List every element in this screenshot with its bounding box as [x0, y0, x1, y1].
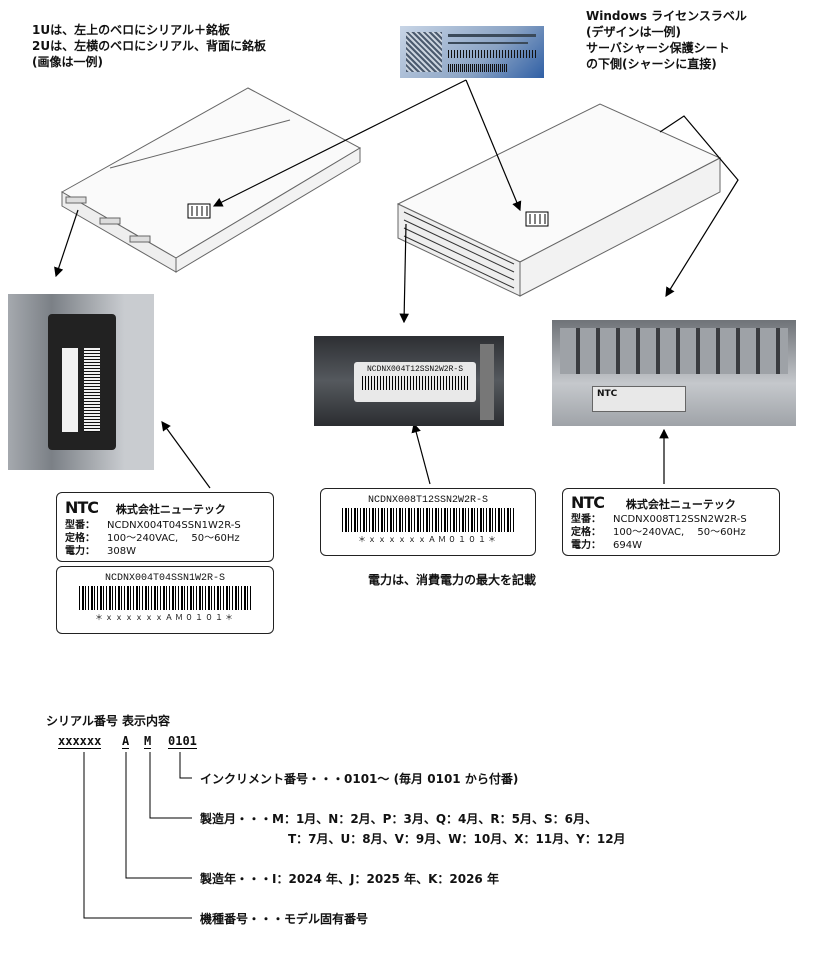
barcode-bars	[342, 508, 514, 532]
note-right: Windows ライセンスラベル (デザインは一例) サーバシャーシ保護シート …	[586, 8, 747, 72]
serial-lines	[83, 752, 192, 919]
photo-2u-tag-text: NCDNX004T12SSN2W2R-S	[366, 365, 463, 374]
ntc-logo: NTC	[65, 498, 99, 517]
power-value: 694W	[613, 540, 642, 551]
model-value: NCDNX004T04SSN1W2R-S	[107, 520, 241, 531]
rating-value: 100～240VAC, 50～60Hz	[107, 533, 240, 544]
desc-increment: インクリメント番号・・・0101～ (毎月 0101 から付番)	[200, 772, 519, 786]
photo-rear-logo: NTC	[597, 389, 618, 399]
desc-year: 製造年・・・I：2024 年、J：2025 年、K：2026 年	[200, 872, 499, 886]
photo-2u-tab: NCDNX004T12SSN2W2R-S	[314, 336, 504, 426]
server-2u-drawing	[396, 103, 722, 297]
power-key: 電力：	[65, 546, 95, 557]
photo-1u-tab	[8, 294, 154, 470]
server-diagram	[54, 79, 739, 489]
barcode-serial: ＊ｘｘｘｘｘｘＡＭ０１０１＊	[95, 613, 235, 622]
power-note: 電力は、消費電力の最大を記載	[368, 573, 537, 587]
barcode-label-1u: NCDNX004T04SSN1W2R-S ＊ｘｘｘｘｘｘＡＭ０１０１＊	[56, 566, 274, 634]
serial-seg-model: xxxxxx	[58, 734, 102, 749]
nameplate-1u: NTC 株式会社ニューテック 型番： NCDNX004T04SSN1W2R-S 定…	[56, 492, 274, 562]
serial-seg-increment: 0101	[168, 734, 197, 749]
note-right-line-2: (デザインは一例)	[586, 25, 681, 39]
power-value: 308W	[107, 546, 136, 557]
company-name: 株式会社ニューテック	[625, 498, 736, 511]
serial-title: シリアル番号 表示内容	[46, 714, 171, 728]
photo-2u-rear: NTC	[552, 320, 796, 426]
barcode-bars	[79, 586, 251, 610]
model-value: NCDNX008T12SSN2W2R-S	[613, 514, 747, 525]
nameplate-2u: NTC 株式会社ニューテック 型番： NCDNX008T12SSN2W2R-S 定…	[562, 488, 780, 556]
note-left-line-2: 2Uは、左横のベロにシリアル、背面に銘板	[32, 39, 266, 53]
note-left-line-3: (画像は一例)	[32, 55, 103, 69]
model-key: 型番：	[65, 520, 95, 531]
note-left-line-1: 1Uは、左上のベロにシリアル＋銘板	[32, 23, 230, 37]
serial-seg-year: A	[122, 734, 130, 749]
model-key: 型番：	[571, 514, 601, 525]
desc-model: 機種番号・・・モデル固有番号	[200, 912, 369, 926]
desc-month-2: T：7月、U：8月、V：9月、W：10月、X：11月、Y：12月	[288, 832, 626, 846]
rating-value: 100～240VAC, 50～60Hz	[613, 527, 746, 538]
note-right-line-1: Windows ライセンスラベル	[586, 9, 747, 23]
ntc-logo: NTC	[571, 493, 605, 512]
barcode-serial: ＊ｘｘｘｘｘｘＡＭ０１０１＊	[358, 535, 498, 544]
windows-license-photo	[400, 26, 544, 78]
note-left: 1Uは、左上のベロにシリアル＋銘板 2Uは、左横のベロにシリアル、背面に銘板 (…	[32, 22, 266, 70]
barcode-model: NCDNX008T12SSN2W2R-S	[367, 495, 489, 506]
rating-key: 定格：	[65, 533, 95, 544]
rating-key: 定格：	[571, 527, 601, 538]
serial-seg-month: M	[144, 734, 152, 749]
company-name: 株式会社ニューテック	[115, 503, 226, 516]
barcode-label-2u: NCDNX008T12SSN2W2R-S ＊ｘｘｘｘｘｘＡＭ０１０１＊	[320, 488, 536, 556]
server-1u-drawing	[60, 87, 362, 273]
desc-month-1: 製造月・・・M：1月、N：2月、P：3月、Q：4月、R：5月、S：6月、	[200, 812, 597, 826]
barcode-model: NCDNX004T04SSN1W2R-S	[104, 573, 226, 584]
power-key: 電力：	[571, 540, 601, 551]
note-right-line-4: の下側(シャーシに直接)	[586, 57, 717, 71]
note-right-line-3: サーバシャーシ保護シート	[586, 41, 730, 55]
